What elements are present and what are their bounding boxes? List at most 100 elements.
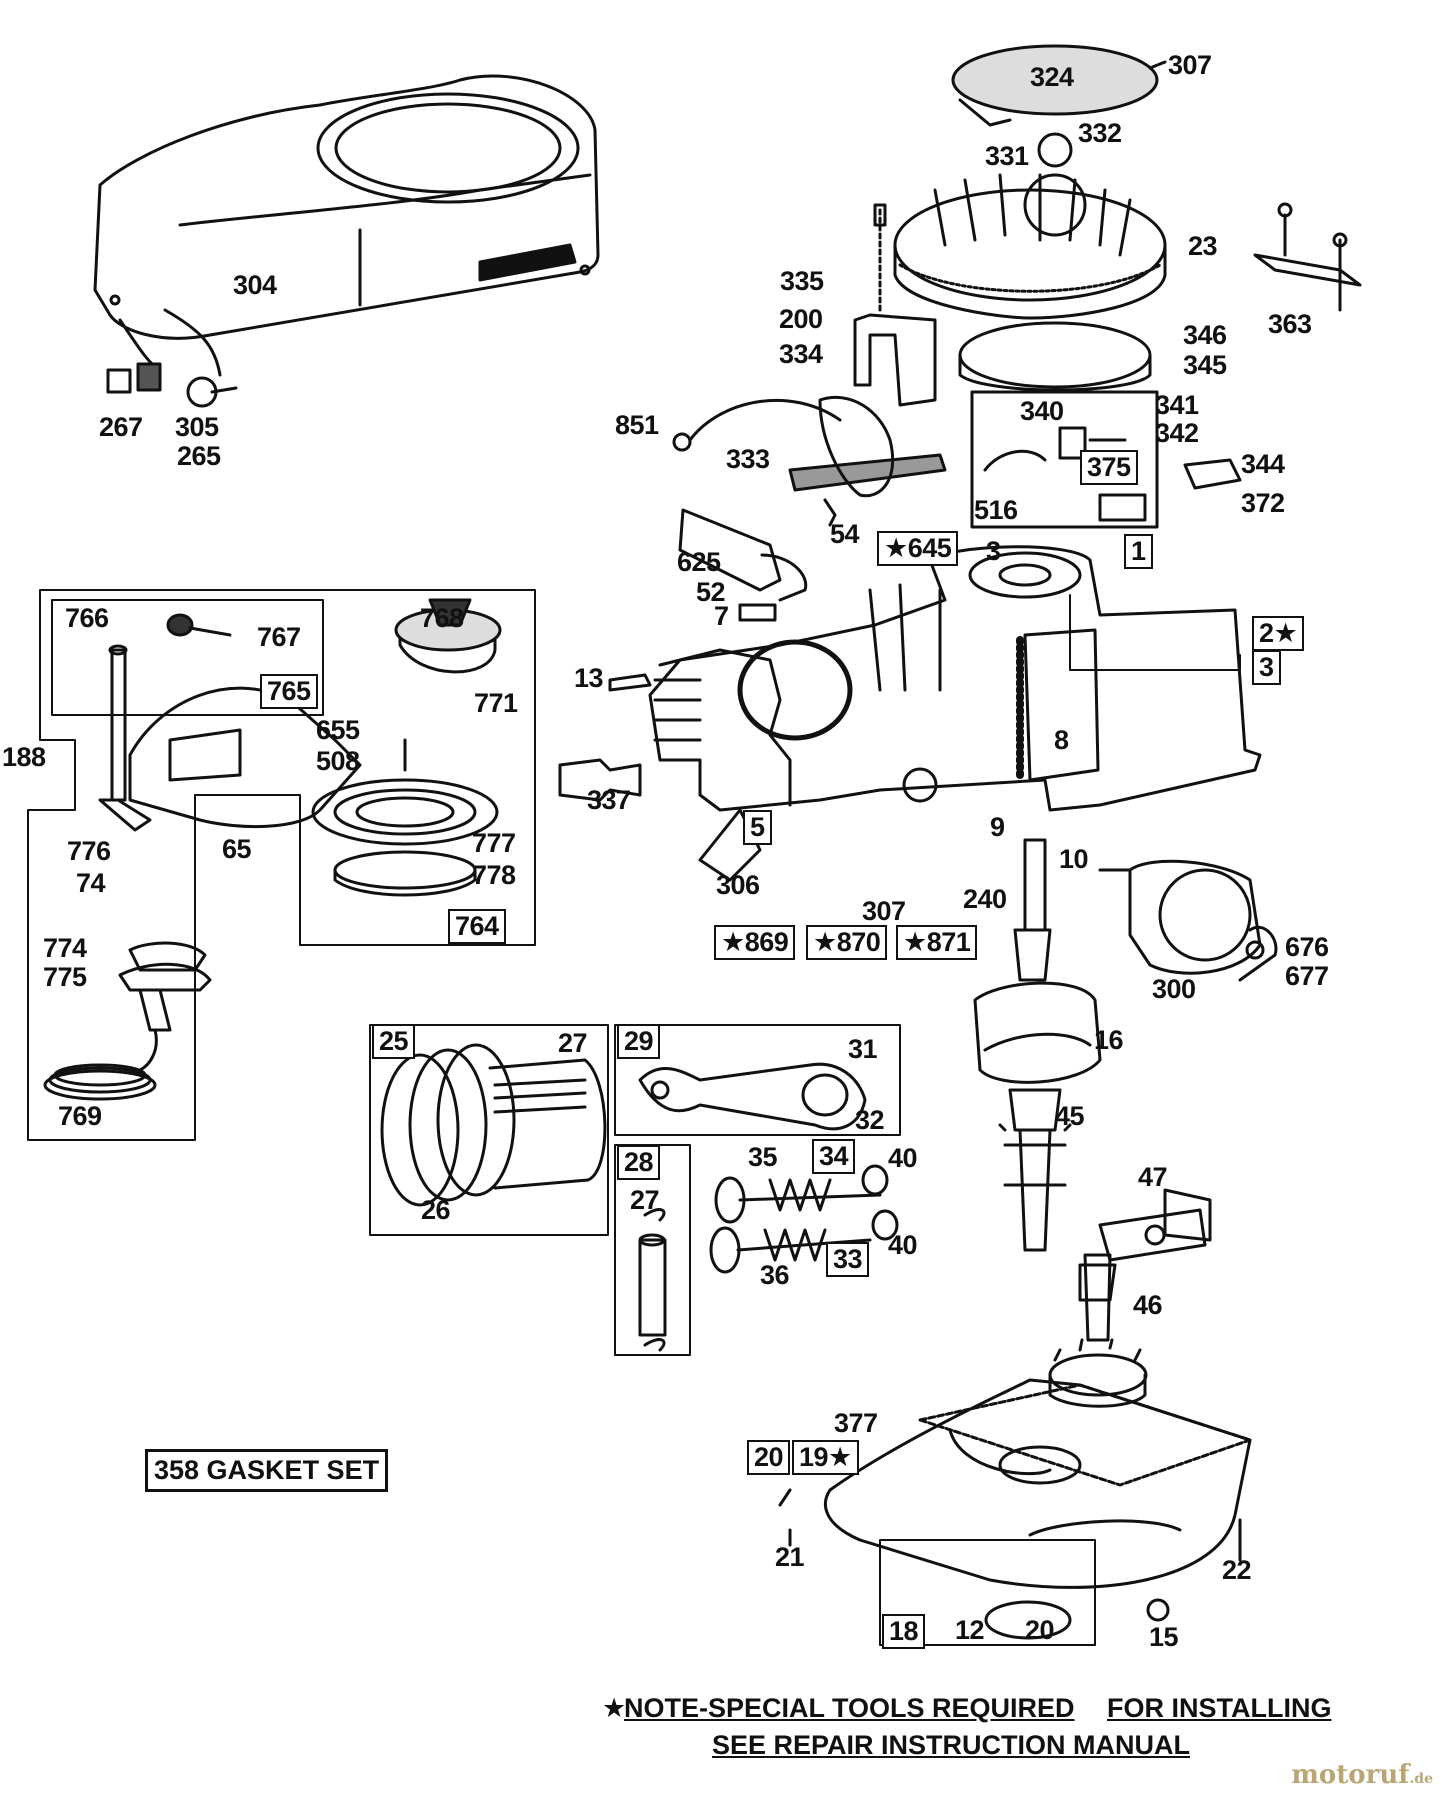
boxed-label-25: 25 bbox=[372, 1024, 416, 1059]
part-label-12: 12 bbox=[955, 1615, 985, 1645]
part-label-342: 342 bbox=[1155, 418, 1199, 448]
governor-drawing bbox=[1098, 1188, 1212, 1262]
part-label-21: 21 bbox=[775, 1542, 805, 1572]
part-label-344: 344 bbox=[1241, 449, 1285, 479]
part-label-341: 341 bbox=[1155, 390, 1199, 420]
rewind-starter-drawing bbox=[43, 598, 502, 1101]
part-label-265: 265 bbox=[177, 441, 221, 471]
part-label-10: 10 bbox=[1059, 844, 1089, 874]
boxed-label-18: 18 bbox=[882, 1614, 926, 1649]
gasket-set-label: 358 GASKET SET bbox=[145, 1449, 389, 1492]
flywheel-drawing bbox=[893, 132, 1167, 320]
part-label-363: 363 bbox=[1268, 309, 1312, 339]
part-label-508: 508 bbox=[316, 746, 360, 776]
boxed-label-33: 33 bbox=[826, 1242, 870, 1277]
part-label-31: 31 bbox=[848, 1034, 878, 1064]
part-label-22: 22 bbox=[1222, 1555, 1252, 1585]
part-label-769: 769 bbox=[58, 1101, 102, 1131]
watermark-suffix: .de bbox=[1409, 1771, 1433, 1787]
boxed-label-869: ★869 bbox=[714, 925, 796, 960]
crankshaft-drawing bbox=[973, 838, 1102, 1252]
part-label-7: 7 bbox=[714, 601, 729, 631]
part-label-775: 775 bbox=[43, 962, 87, 992]
part-label-346: 346 bbox=[1183, 320, 1227, 350]
part-label-307-head: 307 bbox=[862, 896, 906, 926]
part-label-32: 32 bbox=[855, 1105, 885, 1135]
boxed-label-375: 375 bbox=[1080, 450, 1138, 485]
cylinder-block-drawing bbox=[648, 545, 1262, 882]
boxed-label-765: 765 bbox=[260, 674, 318, 709]
part-label-26: 26 bbox=[421, 1195, 451, 1225]
watermark-logo: motoruf.de bbox=[1291, 1760, 1433, 1790]
part-label-305: 305 bbox=[175, 412, 219, 442]
part-label-9: 9 bbox=[990, 812, 1005, 842]
valves-drawing bbox=[709, 1164, 899, 1274]
part-label-45: 45 bbox=[1055, 1101, 1085, 1131]
part-label-3-cap: 3 bbox=[986, 536, 1001, 566]
part-label-307-top: 307 bbox=[1168, 50, 1212, 80]
part-label-47: 47 bbox=[1138, 1162, 1168, 1192]
note-special-tools: NOTE-SPECIAL TOOLS REQUIRED bbox=[624, 1693, 1075, 1723]
breather-tube-drawing bbox=[678, 498, 837, 622]
part-label-771: 771 bbox=[474, 688, 518, 718]
part-label-267: 267 bbox=[99, 412, 143, 442]
boxed-label-645: ★645 bbox=[877, 531, 959, 566]
part-label-332: 332 bbox=[1078, 118, 1122, 148]
bracket-drawing bbox=[1253, 202, 1362, 312]
part-label-768: 768 bbox=[420, 603, 464, 633]
part-label-851: 851 bbox=[615, 410, 659, 440]
part-label-306: 306 bbox=[716, 870, 760, 900]
boxed-label-764: 764 bbox=[448, 909, 506, 944]
part-label-54: 54 bbox=[830, 519, 860, 549]
part-label-778: 778 bbox=[472, 860, 516, 890]
note-star: ★ bbox=[602, 1693, 627, 1723]
part-label-345: 345 bbox=[1183, 350, 1227, 380]
part-label-15: 15 bbox=[1149, 1622, 1179, 1652]
part-label-625: 625 bbox=[677, 547, 721, 577]
boxed-label-2: 2★ bbox=[1252, 616, 1305, 651]
part-label-27-pin: 27 bbox=[630, 1185, 660, 1215]
part-label-304: 304 bbox=[233, 270, 277, 300]
part-label-767: 767 bbox=[257, 622, 301, 652]
part-label-377: 377 bbox=[834, 1408, 878, 1438]
part-label-337: 337 bbox=[587, 785, 631, 815]
boxed-label-5: 5 bbox=[743, 810, 772, 845]
part-label-52: 52 bbox=[696, 577, 726, 607]
boxed-label-34: 34 bbox=[812, 1139, 856, 1174]
part-label-65: 65 bbox=[222, 834, 252, 864]
part-label-200: 200 bbox=[779, 304, 823, 334]
part-label-335: 335 bbox=[780, 266, 824, 296]
boxed-label-871: ★871 bbox=[896, 925, 978, 960]
part-label-240: 240 bbox=[963, 884, 1007, 914]
part-label-27-piston: 27 bbox=[558, 1028, 588, 1058]
part-label-35: 35 bbox=[748, 1142, 778, 1172]
part-label-655: 655 bbox=[316, 715, 360, 745]
assembly-frames bbox=[27, 589, 1241, 1646]
note-repair-manual: SEE REPAIR INSTRUCTION MANUAL bbox=[712, 1730, 1191, 1760]
rotating-screen-drawing bbox=[951, 44, 1167, 127]
part-label-677: 677 bbox=[1285, 961, 1329, 991]
note-for-installing: FOR INSTALLING bbox=[1107, 1693, 1332, 1723]
part-label-676: 676 bbox=[1285, 932, 1329, 962]
part-label-334: 334 bbox=[779, 339, 823, 369]
part-label-8: 8 bbox=[1054, 725, 1069, 755]
part-label-372: 372 bbox=[1241, 488, 1285, 518]
watermark-text: motoruf bbox=[1291, 1760, 1410, 1790]
brake-assembly-drawing bbox=[958, 321, 1242, 529]
part-label-40-bottom: 40 bbox=[888, 1230, 918, 1260]
boxed-label-28: 28 bbox=[617, 1145, 661, 1180]
ignition-armature-drawing bbox=[672, 203, 947, 498]
part-label-324: 324 bbox=[1030, 62, 1074, 92]
part-label-774: 774 bbox=[43, 933, 87, 963]
boxed-label-20: 20 bbox=[747, 1440, 791, 1475]
spark-plug-drawing bbox=[558, 673, 652, 802]
piston-drawing bbox=[380, 1043, 607, 1207]
part-label-300: 300 bbox=[1152, 974, 1196, 1004]
blower-housing-drawing bbox=[93, 74, 600, 340]
connecting-rod-drawing bbox=[638, 1062, 867, 1131]
camshaft-drawing bbox=[1048, 1253, 1148, 1408]
boxed-label-19: 19★ bbox=[792, 1440, 859, 1475]
housing-fasteners-drawing bbox=[106, 308, 238, 408]
part-label-36: 36 bbox=[760, 1260, 790, 1290]
